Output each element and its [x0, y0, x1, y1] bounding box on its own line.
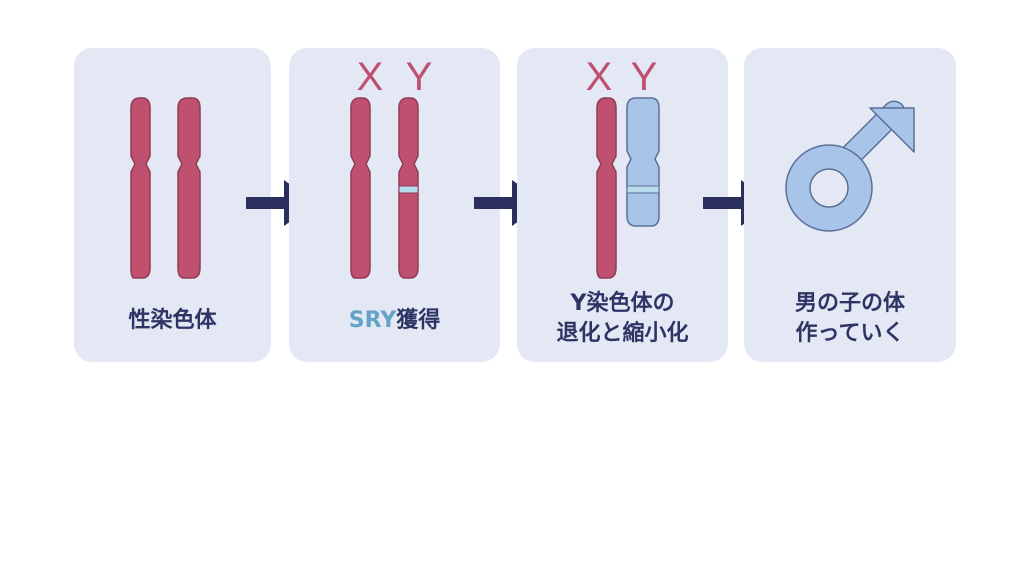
caption-line-2: 退化と縮小化	[556, 321, 689, 346]
chromosome-x	[350, 97, 371, 279]
male-symbol-icon	[785, 100, 915, 232]
label-y: Y	[631, 55, 658, 99]
panel-y-degeneration: X Y Y染色体の 退化と縮小化	[517, 48, 728, 362]
chromosome-left	[130, 97, 151, 279]
chromosome-x	[596, 97, 617, 279]
caption: SRY獲得	[289, 306, 500, 336]
panel-sry-acquisition: X Y SRY獲得	[289, 48, 500, 362]
label-x: X	[586, 55, 613, 99]
xy-chromosomes: X Y	[350, 55, 433, 279]
panel-male-development: 男の子の体 作っていく	[744, 48, 956, 362]
sry-band	[398, 185, 419, 194]
caption: 性染色体	[128, 308, 217, 333]
caption-line-2: 作っていく	[795, 321, 905, 346]
label-y: Y	[406, 55, 433, 99]
chromosome-right	[177, 97, 201, 279]
caption-rest: 獲得	[396, 308, 441, 333]
chromosome-pair	[130, 97, 201, 279]
caption-highlight: SRY	[348, 308, 397, 333]
label-x: X	[357, 55, 384, 99]
sry-band	[626, 185, 660, 194]
caption: Y染色体の 退化と縮小化	[517, 289, 728, 349]
panel-sex-chromosomes: 性染色体	[74, 48, 271, 362]
xy-chromosomes-reduced: X Y	[586, 55, 660, 279]
caption-line-1: 男の子の体	[794, 291, 905, 316]
chromosome-y-reduced	[626, 97, 660, 227]
caption-line-1: Y染色体の	[570, 291, 675, 316]
caption: 男の子の体 作っていく	[744, 289, 956, 349]
